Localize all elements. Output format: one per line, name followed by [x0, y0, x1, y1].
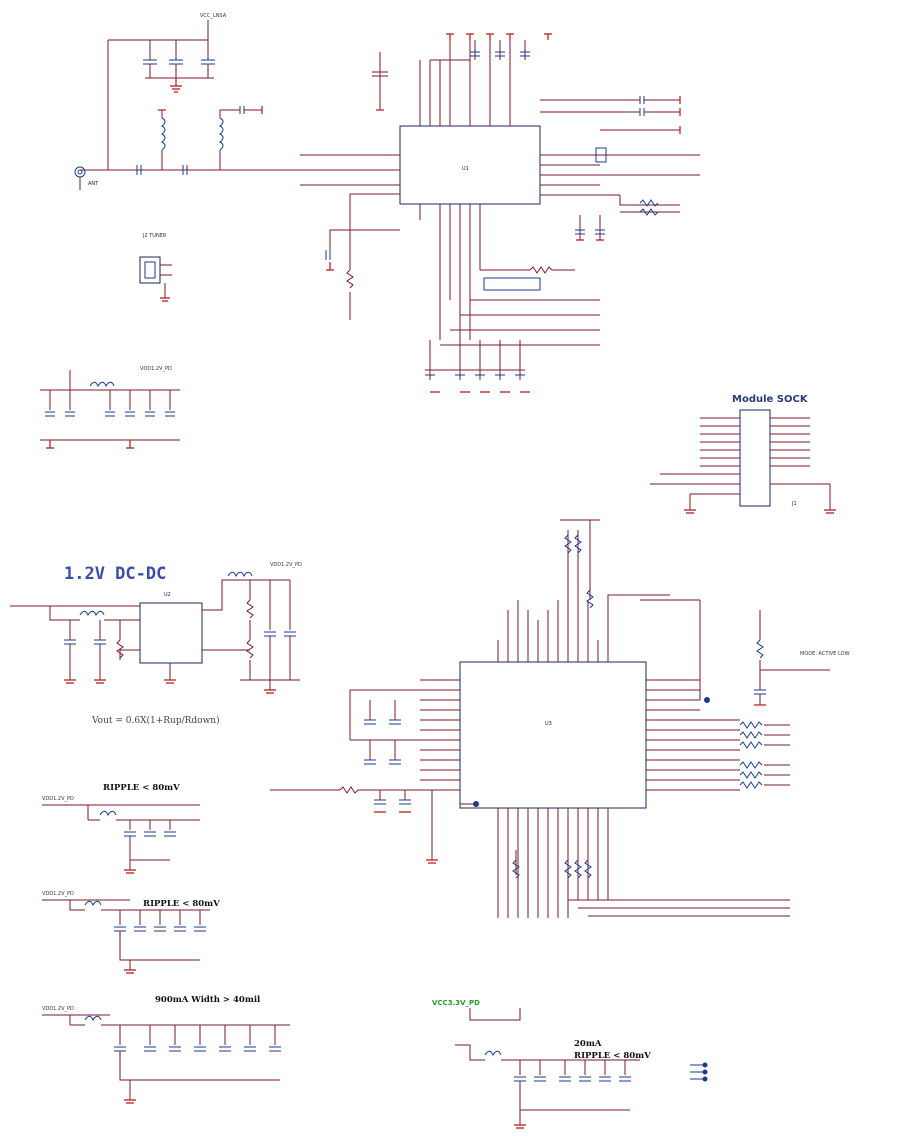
ic-u1-label: U1	[462, 166, 469, 172]
tuner-connector: J2 TUNER	[139, 233, 172, 302]
current-section: 900mA Width > 40mil VDD1.2V_PD	[42, 995, 290, 1104]
power-filter-left: VDD1.2V_PD	[40, 366, 180, 449]
module-sock-title: Module SOCK	[732, 394, 809, 405]
ripple-1-title: RIPPLE < 80mV	[103, 783, 180, 793]
vdd-label-r2: VDD1.2V_PD	[42, 891, 74, 897]
ripple-section-1: RIPPLE < 80mV VDD1.2V_PD	[42, 783, 200, 874]
ripple-2-title: RIPPLE < 80mV	[143, 899, 220, 909]
module-sock: Module SOCK J1	[650, 394, 836, 514]
rf-front-end: VCC_LNSA ANT	[74, 13, 300, 190]
dcdc-title: 1.2V DC-DC	[64, 564, 166, 584]
current-note: 900mA Width > 40mil	[155, 995, 261, 1005]
ant-label: ANT	[88, 181, 99, 187]
vdd-label-dcdc: VDD1.2V_PD	[270, 562, 302, 568]
module-j-label: J1	[791, 501, 797, 507]
vdd-label-r1: VDD1.2V_PD	[42, 796, 74, 802]
ic-u1: U1	[300, 33, 620, 340]
vdd-label-top: VDD1.2V_PD	[140, 366, 172, 372]
mode-label: MODE: ACTIVE LOW	[800, 651, 850, 657]
vcc-green-label: VCC3.3V_PD	[432, 999, 480, 1007]
u1-decoupling	[540, 96, 700, 241]
dcdc-section: 1.2V DC-DC U2 VDD1.2V_PD Vout = 0.6X(1+R…	[10, 562, 302, 726]
ic-u2-label: U2	[164, 592, 171, 598]
ic-u3: U3 MODE: AC	[270, 519, 850, 918]
dcdc-formula: Vout = 0.6X(1+Rup/Rdown)	[91, 715, 220, 726]
vcc-lna-label: VCC_LNSA	[200, 13, 227, 19]
low-current-section: VCC3.3V_PD 20mA RIPPLE < 80mV	[432, 999, 708, 1129]
u1-output-array	[425, 266, 600, 393]
ripple-3-line2: RIPPLE < 80mV	[574, 1051, 651, 1061]
vdd-label-r3: VDD1.2V_PD	[42, 1006, 74, 1012]
ripple-section-2: RIPPLE < 80mV VDD1.2V_PD	[42, 891, 220, 974]
ripple-3-line1: 20mA	[574, 1039, 602, 1049]
tuner-label: J2 TUNER	[142, 233, 167, 239]
ic-u3-label: U3	[545, 721, 552, 727]
